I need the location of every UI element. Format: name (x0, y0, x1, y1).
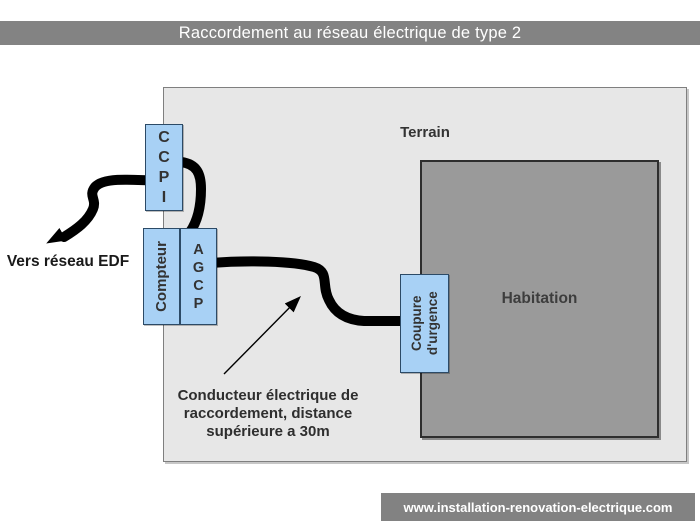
ccpi-letter: P (158, 168, 170, 186)
ccpi-letter: C (158, 128, 170, 146)
terrain-label: Terrain (400, 124, 450, 141)
ccpi-letter: I (161, 188, 167, 206)
annotation-line1: Conducteur électrique de (177, 387, 359, 404)
compteur-label: Compteur (153, 241, 170, 312)
website-url: www.installation-renovation-electrique.c… (403, 499, 673, 515)
ccpi-box: C C P I (145, 124, 183, 211)
coupure-label: Coupure d'urgence (408, 292, 440, 356)
page-title: Raccordement au réseau électrique de typ… (178, 23, 522, 42)
agcp-letter: P (193, 295, 204, 312)
coupure-urgence-box: Coupure d'urgence (400, 274, 449, 373)
cable-segment-edf-to-ccpi (59, 174, 168, 242)
cable-segment-ccpi-to-agcp (176, 157, 206, 237)
coupure-label-line1: Coupure (408, 295, 424, 352)
coupure-label-line2: d'urgence (424, 291, 440, 356)
edf-direction-arrow (46, 227, 68, 244)
agcp-letter: C (193, 277, 204, 294)
habitation-label: Habitation (501, 290, 578, 307)
compteur-box: Compteur (143, 228, 180, 325)
website-banner: www.installation-renovation-electrique.c… (381, 493, 695, 521)
agcp-letter: G (192, 259, 205, 276)
ccpi-letter: C (158, 148, 170, 166)
cable-annotation: Conducteur électrique de raccordement, d… (160, 387, 376, 441)
annotation-line2: raccordement, distance (183, 405, 353, 422)
agcp-box: A G C P (180, 228, 217, 325)
annotation-arrow (223, 296, 301, 375)
cable-segment-agcp-to-coupure (205, 256, 415, 326)
title-banner: Raccordement au réseau électrique de typ… (0, 21, 700, 45)
agcp-letter: A (193, 241, 204, 258)
edf-network-label: Vers réseau EDF (6, 253, 130, 270)
annotation-line3: supérieure a 30m (206, 423, 330, 440)
habitation-area: Habitation (420, 160, 659, 438)
